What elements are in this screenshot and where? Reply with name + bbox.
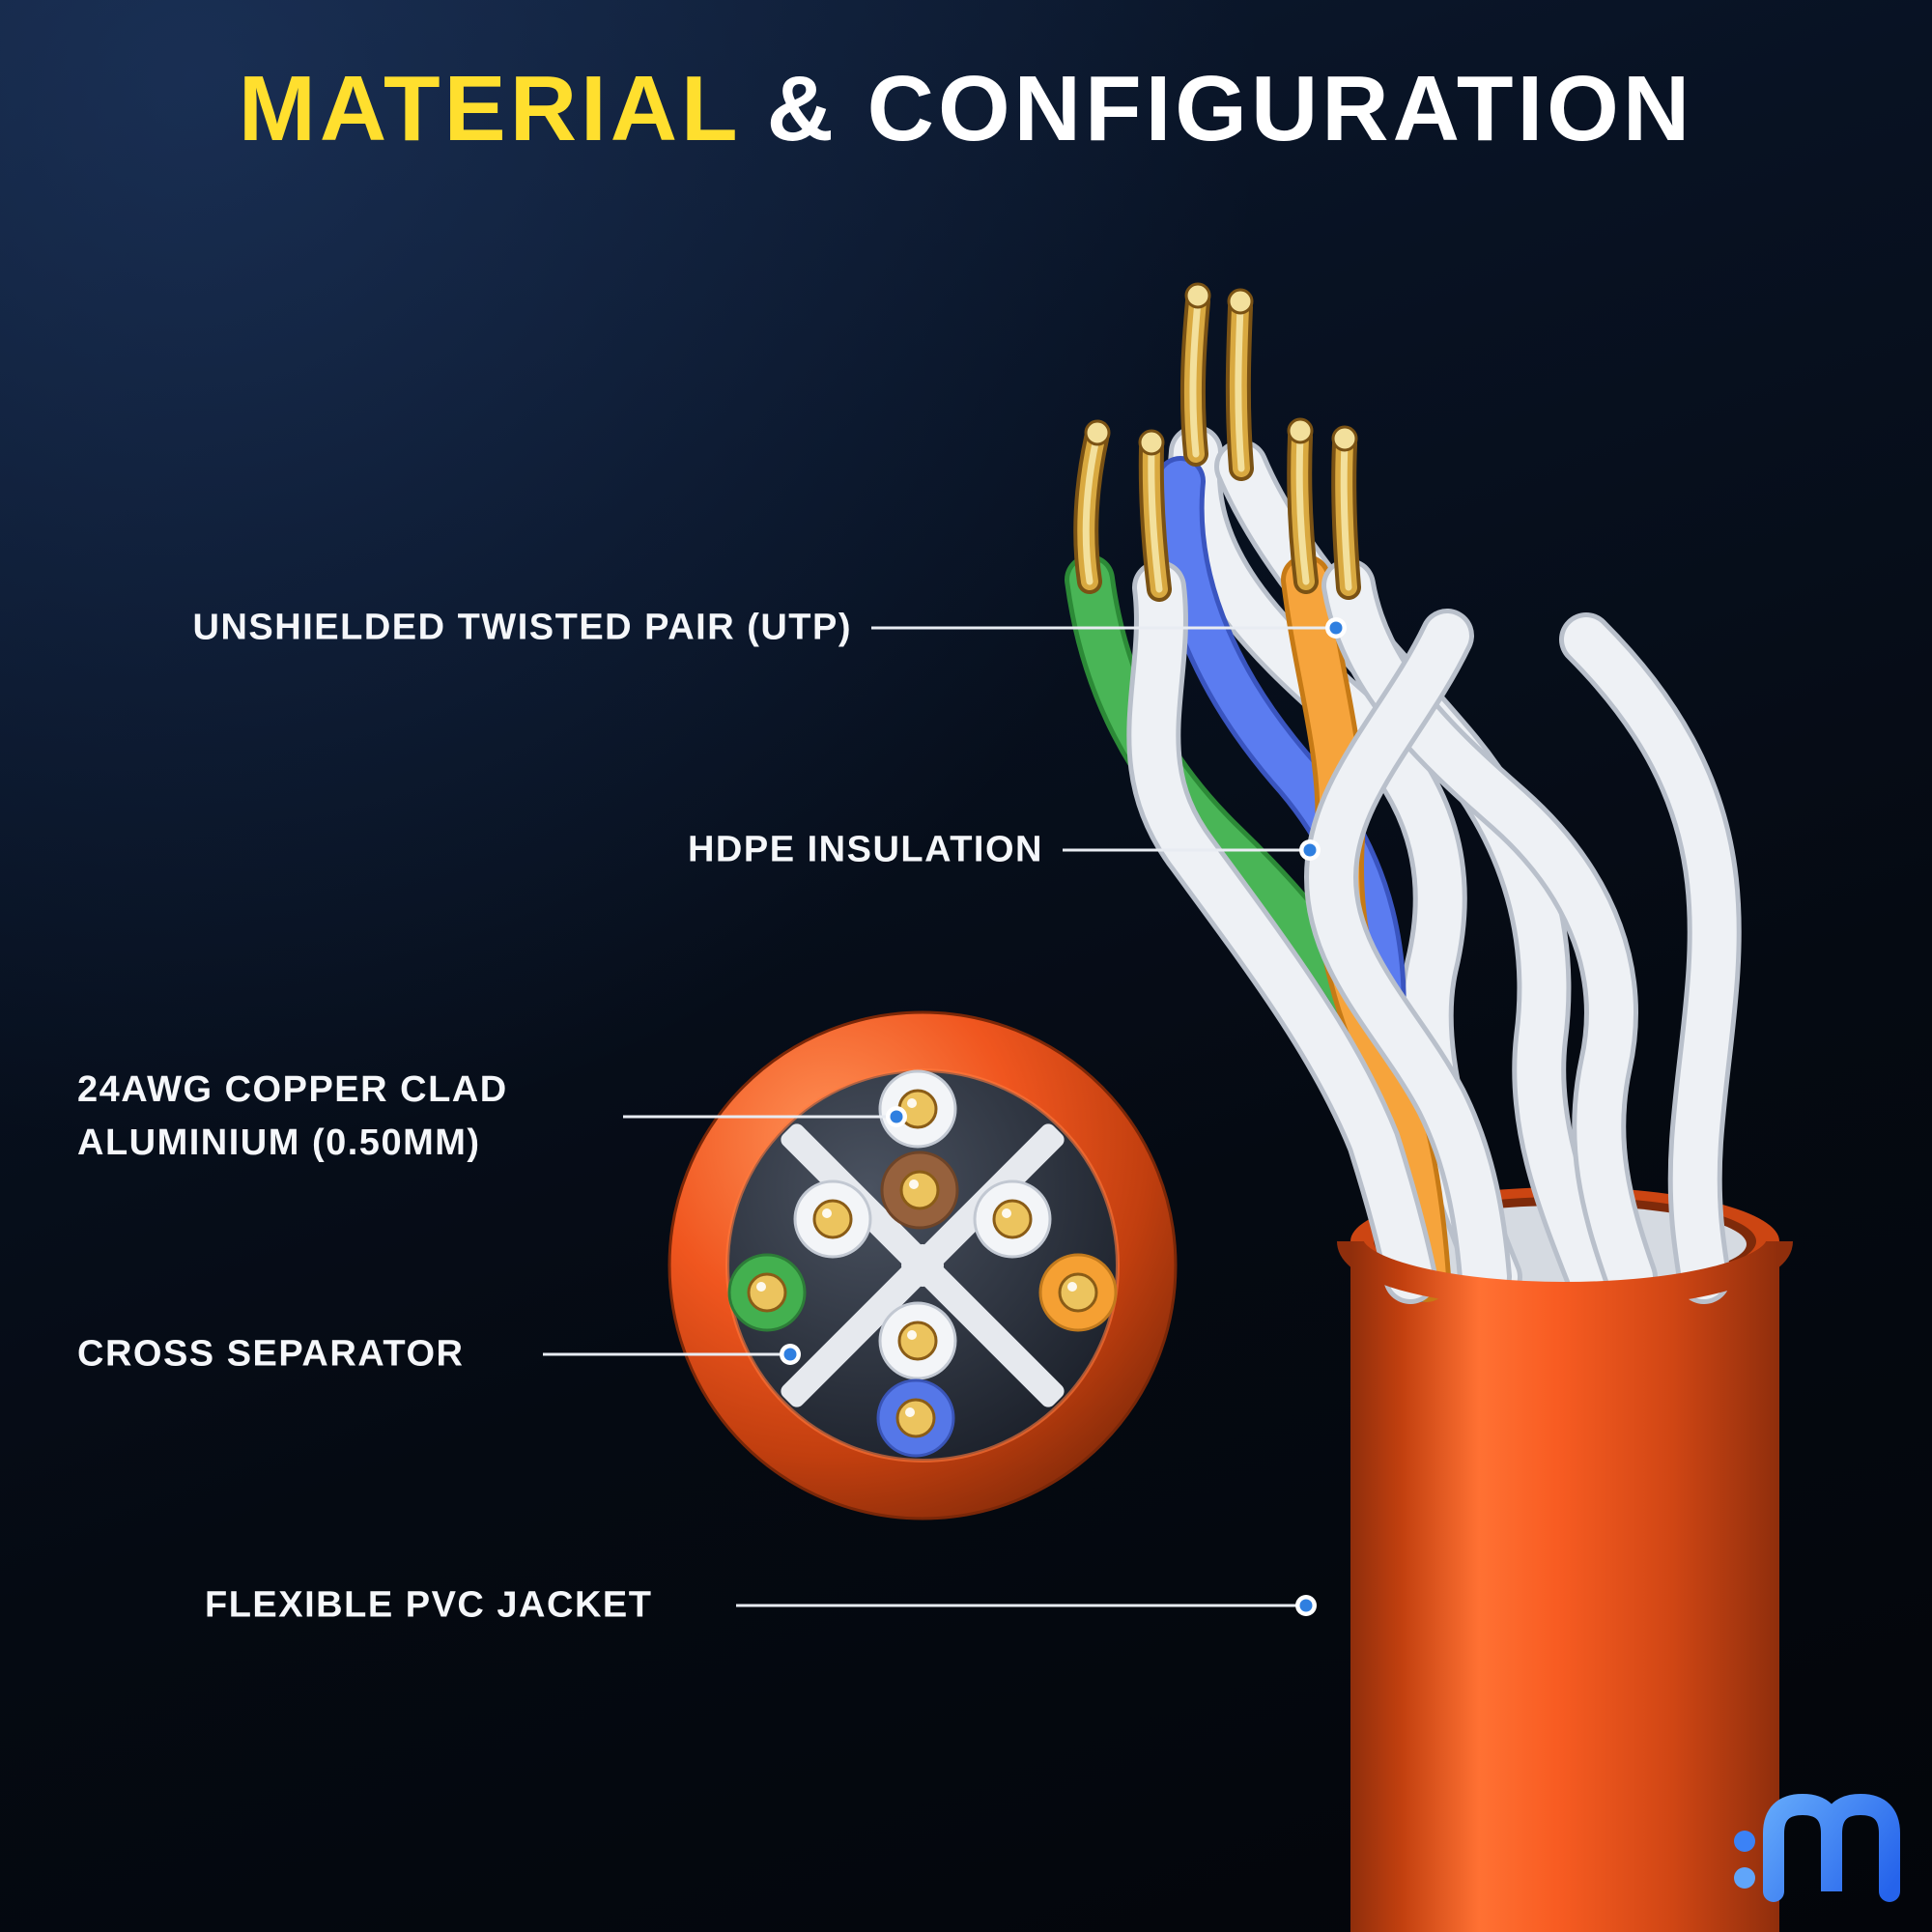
cable-illustration (1065, 282, 1793, 1932)
callout-label-cross-separator-text: CROSS SEPARATOR (77, 1333, 465, 1375)
callout-dots (780, 617, 1347, 1616)
callout-label-copper: 24AWG COPPER CLAD ALUMINIUM (0.50MM) (77, 1064, 508, 1170)
copper-conductor-cross-section (727, 1069, 1118, 1458)
cross-section-wire-white (793, 1179, 872, 1259)
callout-label-pvc-jacket-text: FLEXIBLE PVC JACKET (205, 1584, 653, 1626)
cross-section-wire-orange (1038, 1253, 1118, 1332)
callout-label-copper-line1: 24AWG COPPER CLAD (77, 1068, 508, 1110)
white-wire (1308, 613, 1507, 1299)
callout-label-pvc-jacket: FLEXIBLE PVC JACKET (205, 1578, 652, 1632)
jacket-front-lip (1337, 1239, 1793, 1309)
white-wire (1564, 617, 1737, 1299)
copper-conductor (1225, 288, 1254, 481)
white-wire (1131, 565, 1433, 1299)
copper-conductor (1073, 419, 1111, 594)
copper-conductor (1179, 282, 1211, 467)
pvc-jacket (1350, 1241, 1779, 1932)
brand-logo (1734, 1793, 1900, 1902)
callout-dot-jacket (1295, 1595, 1317, 1616)
callout-lines (543, 626, 1336, 1607)
callout-label-utp-text: UNSHIELDED TWISTED PAIR (UTP) (192, 607, 852, 648)
callout-label-hdpe: HDPE INSULATION (688, 823, 1043, 876)
twisted-wire-pairs (1065, 425, 1742, 1304)
cross-section-wire-brown (880, 1151, 959, 1230)
cross-section-wire-green (727, 1253, 807, 1332)
page-title-rest: & CONFIGURATION (766, 57, 1694, 160)
cross-section-wire-white (878, 1301, 957, 1380)
cable-cross-section (668, 1010, 1178, 1520)
copper-conductor (1331, 425, 1361, 600)
copper-conductor (1138, 429, 1172, 602)
callout-label-utp: UNSHIELDED TWISTED PAIR (UTP) (193, 601, 852, 654)
callout-dot-utp (1325, 617, 1347, 639)
cross-section-wire-blue (876, 1378, 955, 1458)
callout-dot-cross (780, 1344, 801, 1365)
copper-conductors (1073, 282, 1361, 602)
callout-label-cross-separator: CROSS SEPARATOR (77, 1327, 464, 1380)
cross-section-wire-white (973, 1179, 1052, 1259)
callout-label-copper-line2: ALUMINIUM (0.50MM) (77, 1122, 481, 1163)
cross-section-wire-white (878, 1069, 957, 1149)
copper-conductor (1287, 417, 1319, 594)
callout-dot-copper (886, 1106, 907, 1127)
callout-label-hdpe-text: HDPE INSULATION (687, 829, 1043, 870)
page-title-highlight: MATERIAL (238, 57, 742, 160)
callout-dot-hdpe (1299, 839, 1321, 861)
page-title: MATERIAL& CONFIGURATION (0, 56, 1932, 162)
